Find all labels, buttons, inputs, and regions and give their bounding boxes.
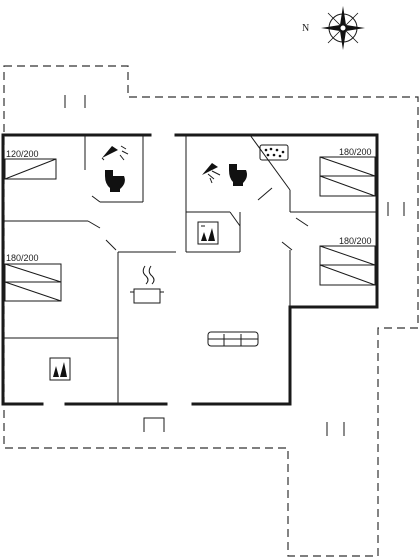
compass-rose (321, 6, 365, 50)
washing-machine-icon (197, 221, 219, 245)
shower-icon (101, 145, 129, 161)
toilet-icon-2 (229, 164, 247, 186)
bed-120-200 (4, 158, 57, 180)
shower-icon-2 (202, 163, 221, 184)
terrace-steps-right (387, 202, 405, 216)
stove-icon (130, 265, 164, 304)
bed-label-bedroom-3: 180/200 (339, 147, 372, 157)
sofa-icon (207, 331, 259, 347)
toilet-icon (105, 170, 125, 192)
compass-north-label: N (302, 23, 309, 34)
bed-label-bedroom-1: 120/200 (6, 149, 39, 159)
bed-180-200-right-top (319, 156, 376, 197)
bed-180-200-left (4, 263, 62, 302)
bed-label-bedroom-4: 180/200 (339, 236, 372, 246)
terrace-steps-bottom-right (326, 422, 345, 436)
terrace-steps-top (64, 95, 86, 108)
entrance-step (143, 417, 165, 432)
hot-tub-icon (259, 144, 289, 161)
bed-label-bedroom-2: 180/200 (6, 253, 39, 263)
interior-walls (3, 134, 377, 404)
fireplace-icon (49, 357, 71, 381)
doors (87, 187, 309, 251)
terrace-outline (3, 65, 419, 557)
exterior-walls (1, 133, 379, 406)
bed-180-200-right-bottom (319, 245, 376, 286)
